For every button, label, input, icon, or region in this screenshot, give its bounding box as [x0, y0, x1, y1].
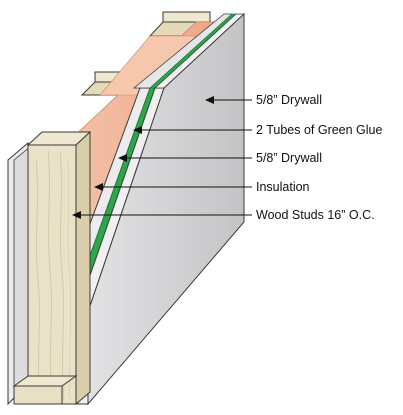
outer-drywall-face: [87, 12, 245, 406]
callout-label-insulation: Insulation: [256, 180, 310, 194]
callout-outer-drywall: 5/8” Drywall: [205, 93, 322, 107]
callout-label-inner-drywall: 5/8” Drywall: [256, 151, 322, 165]
callout-inner-drywall: 5/8” Drywall: [118, 151, 322, 165]
front-wood-stud: [26, 130, 92, 406]
callout-label-wood-studs: Wood Studs 16” O.C.: [256, 208, 375, 222]
callout-green-glue: 2 Tubes of Green Glue: [133, 123, 383, 137]
bottom-plate: [12, 375, 78, 405]
insulation-top: [99, 35, 197, 96]
callout-label-green-glue: 2 Tubes of Green Glue: [256, 123, 383, 137]
callout-insulation: Insulation: [94, 180, 310, 194]
callout-label-outer-drywall: 5/8” Drywall: [256, 93, 322, 107]
callout-wood-studs: Wood Studs 16” O.C.: [72, 208, 375, 222]
